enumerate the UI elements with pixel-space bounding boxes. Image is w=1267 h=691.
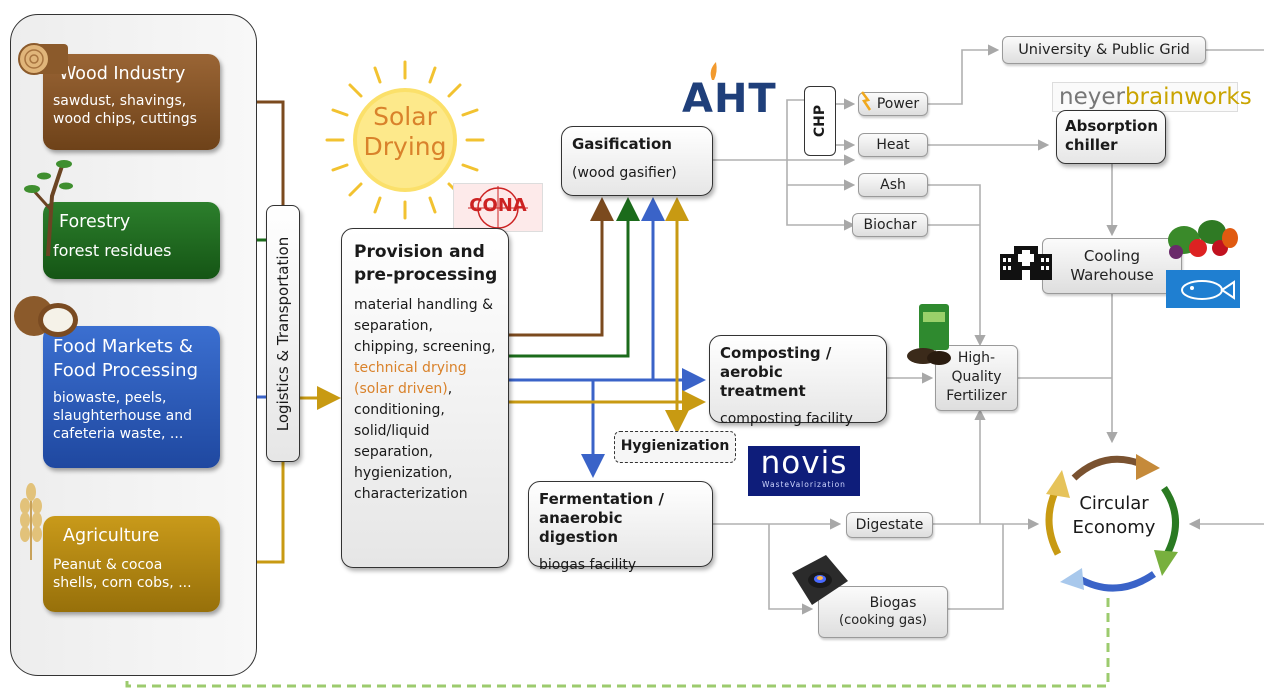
- composting-sub: composting facility: [720, 411, 853, 427]
- forestry-title: Forestry: [59, 212, 131, 232]
- coconut-icon: [14, 296, 78, 337]
- cona-logo-text: CONA: [469, 195, 527, 216]
- circular-economy-label: Circular Economy: [1072, 493, 1156, 538]
- food-markets-title: Food Markets & Food Processing: [53, 336, 199, 381]
- fermentation-sub: biogas facility: [539, 557, 637, 573]
- tree-icon: [24, 160, 73, 256]
- hygienization-box: Hygienization: [614, 431, 736, 463]
- wood-industry-desc: sawdust, shavings, wood chips, cuttings: [53, 93, 197, 127]
- brainworks-logo-text: brainworks: [1124, 84, 1252, 110]
- agriculture-desc: Peanut & cocoa shells, corn cobs, ...: [53, 557, 192, 591]
- neyer-logo-text: neyer: [1059, 84, 1125, 110]
- wood-industry-title: Wood Industry: [59, 64, 186, 84]
- hospital-icon: [1000, 246, 1052, 280]
- fish-icon: [1166, 270, 1240, 308]
- brown-to-gasification-arrow: [509, 197, 614, 337]
- agriculture-box: Agriculture Peanut & cocoa shells, corn …: [43, 516, 220, 612]
- cooling-warehouse-box: Cooling Warehouse: [1042, 238, 1182, 294]
- composting-title: Composting / aerobic treatment: [720, 344, 832, 400]
- power-box: Power: [858, 92, 928, 116]
- solar-drying-label: Solar Drying: [363, 102, 447, 161]
- gasification-title: Gasification: [572, 135, 672, 153]
- aht-logo-text: AHT: [682, 76, 777, 122]
- neyer-brainworks-logo: neyerbrainworks: [1052, 82, 1252, 112]
- fermentation-box: Fermentation / anaerobic digestion bioga…: [528, 481, 713, 573]
- provision-box: Provision and pre-processing material ha…: [341, 228, 509, 568]
- biogas-title: Biogas: [869, 595, 917, 611]
- chp-label: CHP: [812, 104, 828, 138]
- aht-logo: AHT: [682, 62, 780, 122]
- chp-box: CHP: [804, 86, 836, 156]
- feedback-dashed-arrow: [97, 598, 1110, 688]
- log-icon: [18, 43, 68, 75]
- fertilizer-bag-icon: [905, 302, 953, 366]
- biogas-sub: (cooking gas): [839, 613, 927, 628]
- logistics-box: Logistics & Transportation: [266, 205, 300, 462]
- novis-logo-sub: WasteValorization: [762, 480, 846, 489]
- digestate-box: Digestate: [846, 512, 933, 538]
- gasification-box: Gasification (wood gasifier): [561, 126, 713, 196]
- logistics-label: Logistics & Transportation: [274, 236, 292, 431]
- biogas-box: Biogas (cooking gas): [818, 586, 948, 638]
- provision-title: Provision and pre-processing: [354, 242, 498, 285]
- provision-steps-before: material handling & separation, chipping…: [354, 297, 496, 355]
- composting-box: Composting / aerobic treatment compostin…: [709, 335, 887, 427]
- novis-logo: novis WasteValorization: [748, 446, 860, 496]
- ash-box: Ash: [858, 173, 928, 197]
- cona-logo: CONA: [453, 183, 543, 232]
- wood-industry-box: Wood Industry sawdust, shavings, wood ch…: [43, 54, 220, 150]
- novis-logo-text: novis: [760, 445, 848, 481]
- vegetables-icon: [1168, 220, 1238, 259]
- green-to-gasification-arrow: [509, 197, 640, 358]
- absorption-chiller-box: Absorption chiller: [1056, 110, 1166, 164]
- forestry-desc: forest residues: [53, 241, 172, 260]
- lightning-icon: [861, 91, 872, 111]
- provision-steps-highlight: technical drying (solar driven): [354, 360, 467, 397]
- wheat-icon: [20, 483, 42, 560]
- food-markets-box: Food Markets & Food Processing biowaste,…: [43, 326, 220, 468]
- sun-icon: [325, 60, 485, 220]
- gasification-sub: (wood gasifier): [572, 165, 677, 181]
- heat-box: Heat: [858, 133, 928, 157]
- fermentation-title: Fermentation / anaerobic digestion: [539, 490, 664, 546]
- absorption-chiller-label: Absorption chiller: [1065, 117, 1159, 154]
- stove-flame-icon: [792, 555, 848, 605]
- provision-steps-after: , conditioning, solid/liquid separation,…: [354, 381, 468, 502]
- biochar-box: Biochar: [852, 213, 928, 237]
- grid-box: University & Public Grid: [1002, 36, 1206, 64]
- provision-steps: material handling & separation, chipping…: [354, 295, 498, 505]
- agriculture-title: Agriculture: [63, 526, 160, 546]
- food-markets-desc: biowaste, peels, slaughterhouse and cafe…: [53, 390, 193, 442]
- cycle-arrows-icon: [1045, 454, 1179, 592]
- forestry-box: Forestry forest residues: [43, 202, 220, 279]
